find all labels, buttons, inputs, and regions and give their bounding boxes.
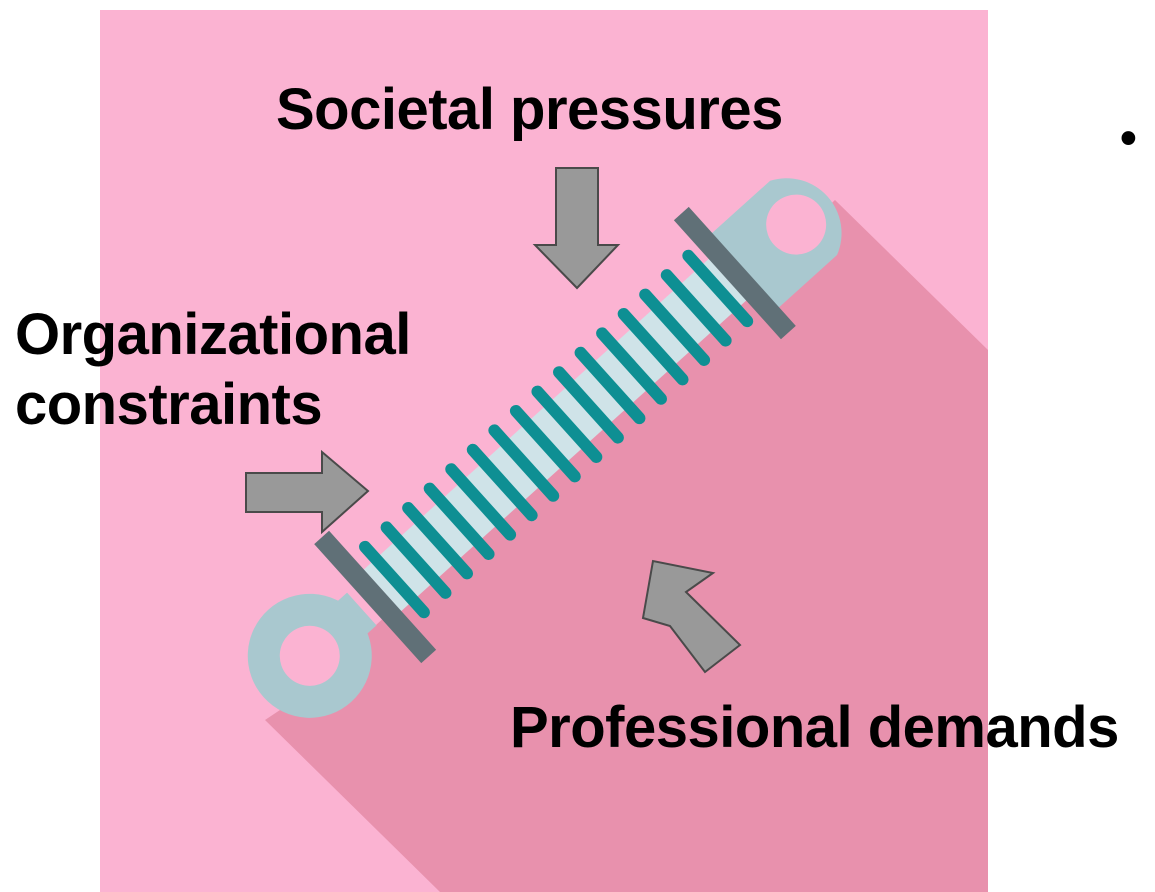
coil-spring-icon bbox=[247, 178, 842, 718]
societal-pressures-label: Societal pressures bbox=[276, 77, 783, 142]
coil-windings bbox=[359, 249, 754, 619]
organizational-line: Organizational bbox=[15, 302, 411, 367]
professional-demands-label: Professional demands bbox=[510, 695, 1119, 760]
right-arrow-icon bbox=[245, 449, 370, 535]
constraints-line: constraints bbox=[15, 372, 323, 437]
lower-cap bbox=[314, 530, 437, 664]
spring-shadow bbox=[265, 200, 988, 892]
upper-cap bbox=[673, 206, 796, 340]
down-arrow-icon bbox=[532, 167, 621, 290]
bullet-point: • bbox=[1120, 112, 1137, 165]
up-left-arrow-icon bbox=[641, 559, 742, 674]
organizational-constraints-label: Organizational constraints bbox=[15, 300, 411, 440]
